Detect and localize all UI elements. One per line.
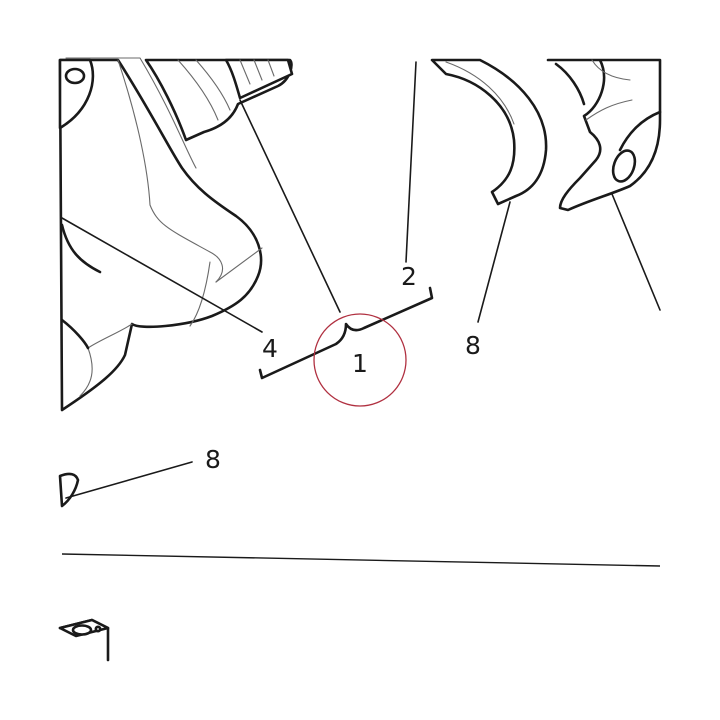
curved-bracket [430,58,548,206]
section-divider [61,553,661,567]
block-hole-large [71,624,93,636]
lower-small-part [58,472,80,508]
block-hole-small [94,625,102,633]
callout-2: 2 [401,262,417,291]
leader-1 [239,99,341,313]
leader-2 [405,61,417,263]
housing-body [58,57,263,412]
callout-8-upper: 8 [465,331,481,360]
housing-hole [64,67,86,85]
bottom-block [58,618,110,662]
right-lever [546,58,662,212]
lever-hole [611,149,637,183]
callout-1: 1 [352,349,368,378]
shaft-assembly [144,58,294,142]
callout-4: 4 [262,334,278,363]
highlight-circle [313,313,407,407]
leader-lines [61,61,661,499]
leader-right-edge [611,193,661,311]
group-brace [258,286,434,380]
leader-8-upper [477,201,511,323]
leader-4 [61,217,263,333]
callout-8-lower: 8 [205,445,221,474]
leader-8-lower [65,461,193,499]
